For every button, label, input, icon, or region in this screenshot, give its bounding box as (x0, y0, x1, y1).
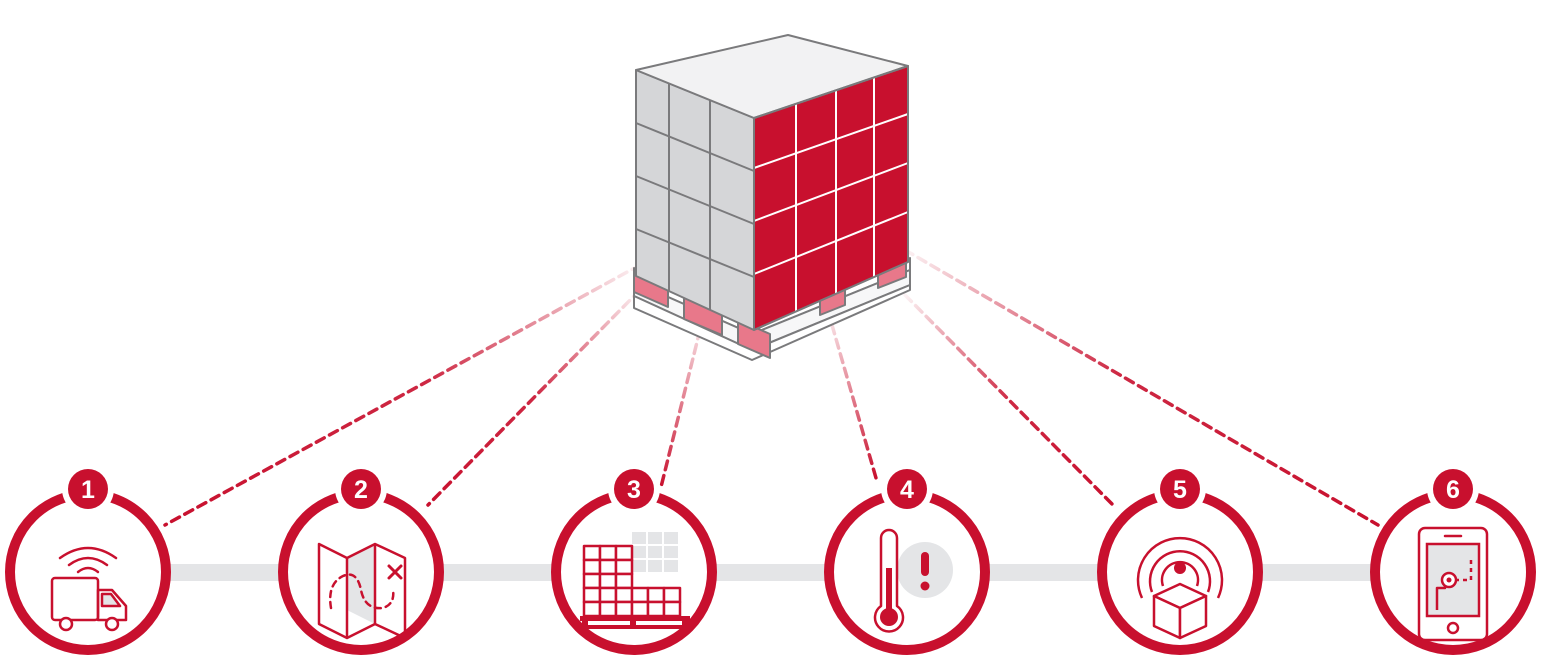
link-1 (163, 263, 642, 527)
link-6 (903, 248, 1380, 527)
stacked-pallet-icon (580, 532, 690, 629)
station-2: 2 (278, 463, 444, 655)
link-5 (903, 293, 1117, 509)
step-number: 4 (900, 476, 914, 504)
thermometer-alert-icon (873, 528, 953, 633)
step-number: 2 (354, 476, 368, 504)
step-number-badge (1160, 469, 1200, 509)
step-number-badge (614, 469, 654, 509)
step-number-badge (68, 469, 108, 509)
link-3 (659, 328, 702, 489)
step-number-badge (1433, 469, 1473, 509)
pallet-illustration (633, 34, 911, 361)
stations: 1 2 3 4 5 6 (5, 463, 1536, 655)
step-number: 1 (81, 476, 95, 504)
smartphone-tracking-icon (1417, 526, 1489, 642)
step-number: 6 (1446, 476, 1460, 504)
step-number: 3 (627, 476, 641, 504)
station-1: 1 (5, 463, 171, 655)
tracked-package-icon (1136, 536, 1224, 640)
map-route-icon (317, 542, 407, 640)
station-4: 4 (824, 463, 990, 655)
station-3: 3 (551, 463, 717, 655)
connector-track (60, 564, 1480, 581)
step-number-badge (887, 469, 927, 509)
link-4 (830, 323, 878, 480)
step-number-badge (341, 469, 381, 509)
link-2 (426, 288, 642, 507)
station-5: 5 (1097, 463, 1263, 655)
tracking-links (163, 248, 1380, 527)
truck-signal-icon (50, 546, 128, 632)
station-ring (5, 489, 171, 655)
station-6: 6 (1370, 463, 1536, 655)
step-number: 5 (1173, 476, 1187, 504)
